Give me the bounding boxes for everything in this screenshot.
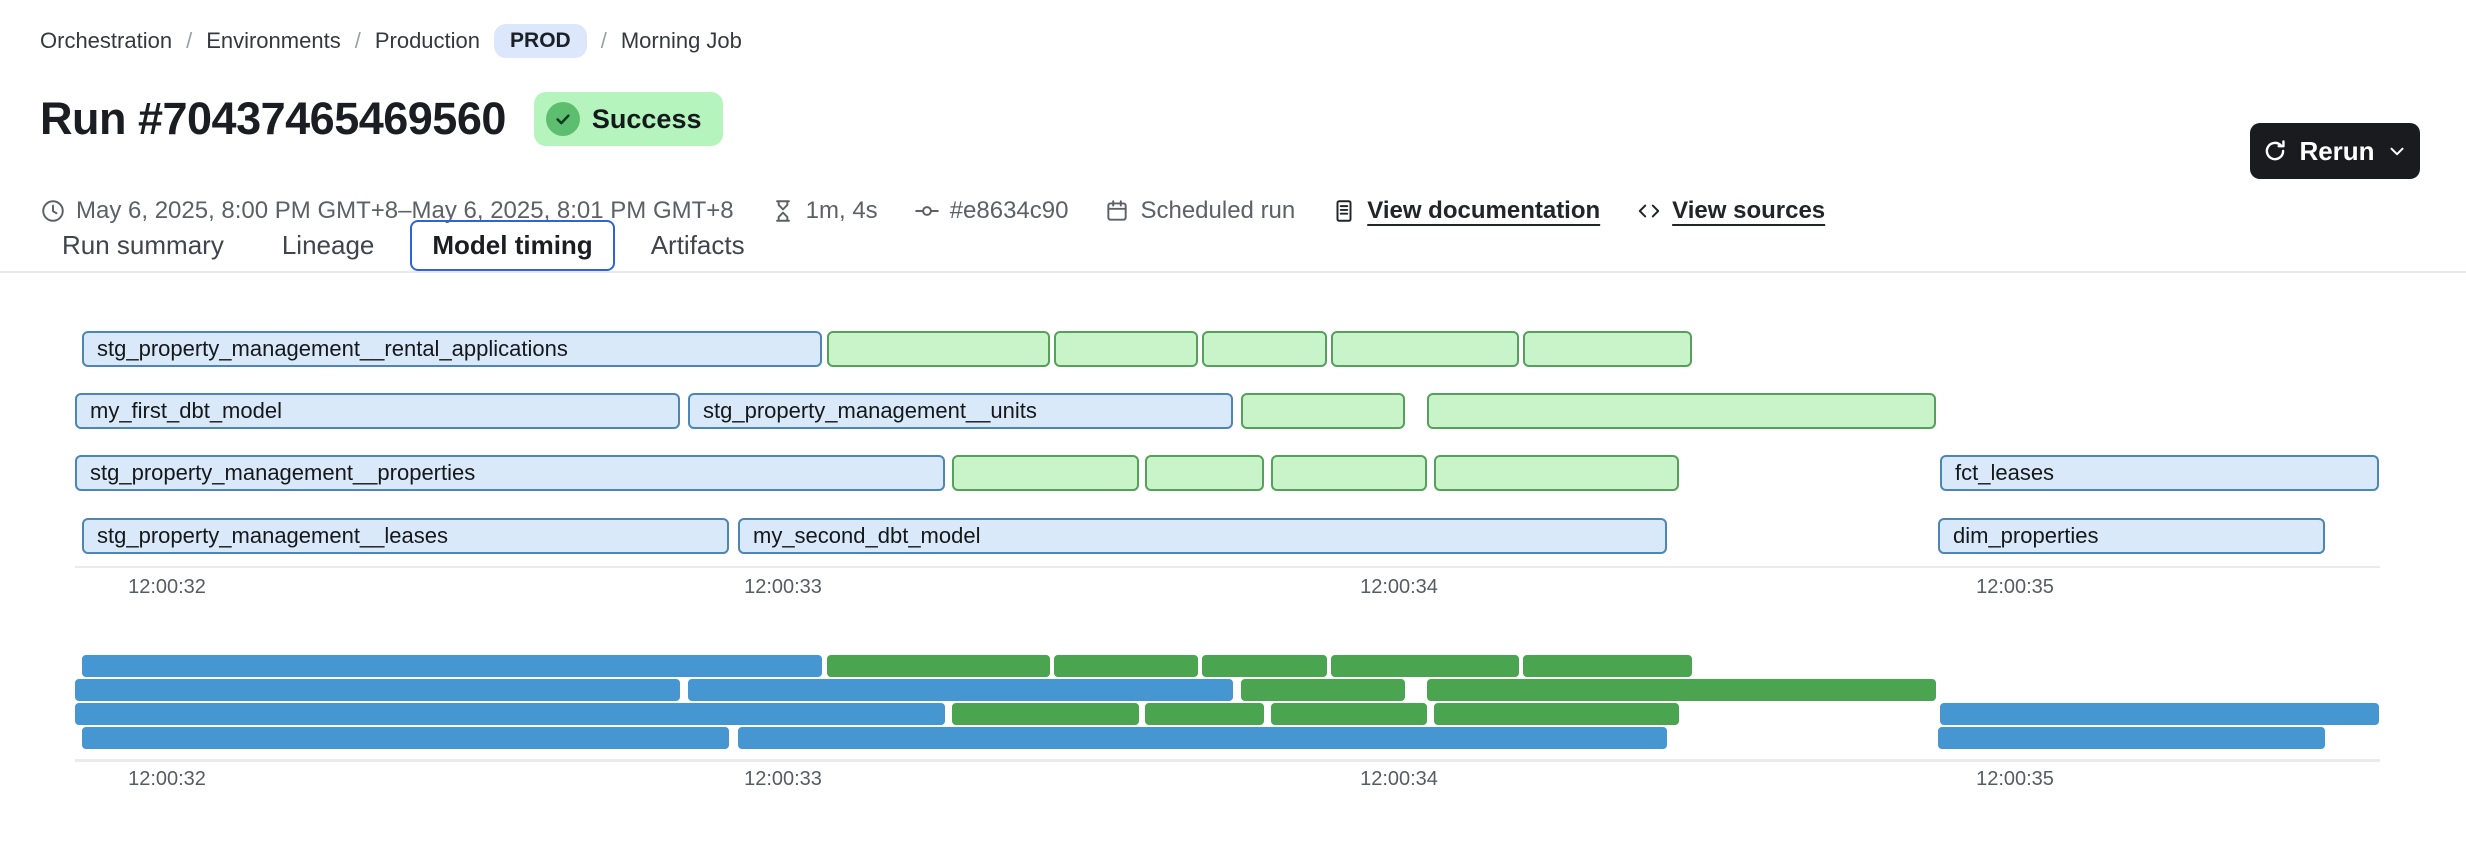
- gantt-axis-tick: 12:00:33: [744, 576, 822, 598]
- tab-bar: Run summary Lineage Model timing Artifacts: [40, 220, 767, 271]
- minimap-axis-tick: 12:00:33: [744, 768, 822, 790]
- status-badge-label: Success: [591, 103, 702, 134]
- breadcrumb-separator: /: [186, 28, 193, 53]
- minimap-bar: [1434, 703, 1679, 725]
- breadcrumb-separator: /: [354, 28, 361, 53]
- minimap-bar: [1940, 703, 2379, 725]
- calendar-icon: [1104, 198, 1130, 224]
- gantt-bar-label: stg_property_management__units: [703, 398, 1037, 423]
- rerun-button[interactable]: Rerun: [2250, 123, 2420, 179]
- gantt-bar[interactable]: [1271, 455, 1427, 491]
- meta-view-documentation-label: View documentation: [1367, 197, 1601, 224]
- tab-model-timing[interactable]: Model timing: [410, 220, 615, 271]
- meta-scheduled-run-label: Scheduled run: [1140, 197, 1296, 224]
- gantt-bar[interactable]: [1331, 331, 1519, 367]
- gantt-axis-tick: 12:00:32: [128, 576, 206, 598]
- breadcrumb-item-morning-job[interactable]: Morning Job: [620, 28, 742, 53]
- minimap-bar: [75, 703, 945, 725]
- tab-lineage[interactable]: Lineage: [281, 230, 375, 260]
- commit-icon: [914, 198, 940, 224]
- gantt-axis-tick: 12:00:35: [1976, 576, 2054, 598]
- minimap-bar: [82, 727, 729, 749]
- meta-1m-4s-label: 1m, 4s: [805, 197, 878, 224]
- environment-badge: PROD: [494, 24, 587, 58]
- breadcrumb-item-production[interactable]: Production: [374, 28, 481, 53]
- minimap-bar: [1202, 655, 1327, 677]
- minimap-axis-tick: 12:00:34: [1360, 768, 1438, 790]
- meta-scheduled-run: Scheduled run: [1104, 197, 1295, 225]
- gantt-bar[interactable]: [1054, 331, 1198, 367]
- run-meta-row: May 6, 2025, 8:00 PM GMT+8–May 6, 2025, …: [40, 186, 1825, 236]
- gantt-bar[interactable]: [1202, 331, 1327, 367]
- gantt-bar-label: stg_property_management__leases: [97, 523, 449, 548]
- header-row: Run #70437465469560 Success: [40, 92, 724, 146]
- check-circle-icon: [545, 102, 580, 136]
- gantt-bar[interactable]: [827, 331, 1050, 367]
- gantt-bar-dim-properties[interactable]: dim_properties: [1938, 518, 2325, 554]
- gantt-bar[interactable]: [1145, 455, 1264, 491]
- gantt-axis-line: [75, 566, 2380, 568]
- gantt-bar[interactable]: [1241, 393, 1405, 429]
- gantt-bar[interactable]: [1427, 393, 1936, 429]
- meta-1m-4s: 1m, 4s: [770, 197, 878, 225]
- gantt-bar-stg-property-management-rental-applications[interactable]: stg_property_management__rental_applicat…: [82, 331, 822, 367]
- minimap-bar: [827, 655, 1050, 677]
- minimap-bar: [75, 679, 680, 701]
- minimap-bar: [1331, 655, 1519, 677]
- gantt-bar-stg-property-management-properties[interactable]: stg_property_management__properties: [75, 455, 945, 491]
- minimap-bar: [688, 679, 1233, 701]
- minimap-bar: [952, 703, 1139, 725]
- meta-view-sources-label: View sources: [1672, 197, 1826, 224]
- meta-e8634c90: #e8634c90: [914, 197, 1069, 225]
- hourglass-icon: [770, 198, 796, 224]
- tab-run-summary[interactable]: Run summary: [62, 230, 224, 260]
- gantt-bar-label: stg_property_management__properties: [90, 460, 476, 485]
- chevron-down-icon: [2386, 140, 2408, 162]
- gantt-bar[interactable]: [1434, 455, 1679, 491]
- gantt-bar-label: my_second_dbt_model: [753, 523, 981, 548]
- gantt-bar-label: stg_property_management__rental_applicat…: [97, 336, 568, 361]
- meta-may-6-2025-8-00-pm-gmt-8-may-6-2025-8-01-pm-gmt-8: May 6, 2025, 8:00 PM GMT+8–May 6, 2025, …: [40, 197, 734, 225]
- minimap-axis-line: [75, 759, 2380, 762]
- minimap-bar: [1427, 679, 1936, 701]
- minimap-axis-tick: 12:00:35: [1976, 768, 2054, 790]
- gantt-axis-tick: 12:00:34: [1360, 576, 1438, 598]
- minimap-bar: [738, 727, 1667, 749]
- meta-view-sources[interactable]: View sources: [1636, 197, 1825, 225]
- refresh-icon: [2262, 138, 2288, 164]
- document-icon: [1331, 198, 1357, 224]
- breadcrumb: Orchestration / Environments / Production PRO…: [40, 24, 742, 58]
- minimap-bar: [1145, 703, 1264, 725]
- tab-divider: [0, 271, 2466, 273]
- breadcrumb-separator: /: [600, 28, 607, 53]
- tab-artifacts[interactable]: Artifacts: [650, 230, 745, 260]
- gantt-bar-label: my_first_dbt_model: [90, 398, 282, 423]
- breadcrumb-item-orchestration[interactable]: Orchestration: [40, 28, 173, 53]
- meta-e8634c90-label: #e8634c90: [949, 197, 1069, 224]
- gantt-bar-stg-property-management-leases[interactable]: stg_property_management__leases: [82, 518, 729, 554]
- status-badge: Success: [533, 92, 724, 146]
- gantt-bar-fct-leases[interactable]: fct_leases: [1940, 455, 2379, 491]
- gantt-bar-label: fct_leases: [1955, 460, 2055, 485]
- gantt-bar-stg-property-management-units[interactable]: stg_property_management__units: [688, 393, 1233, 429]
- clock-icon: [40, 198, 66, 224]
- page-title: Run #70437465469560: [40, 93, 506, 144]
- rerun-button-label: Rerun: [2299, 135, 2375, 166]
- gantt-bar[interactable]: [1523, 331, 1692, 367]
- code-icon: [1636, 198, 1662, 224]
- gantt-bar-my-second-dbt-model[interactable]: my_second_dbt_model: [738, 518, 1667, 554]
- meta-view-documentation[interactable]: View documentation: [1331, 197, 1600, 225]
- minimap-bar: [1938, 727, 2325, 749]
- minimap-bar: [82, 655, 822, 677]
- minimap-bar: [1271, 703, 1427, 725]
- minimap-bar: [1054, 655, 1198, 677]
- meta-may-6-2025-8-00-pm-gmt-8-may-6-2025-8-01-pm-gmt-8-label: May 6, 2025, 8:00 PM GMT+8–May 6, 2025, …: [76, 197, 734, 224]
- gantt-bar[interactable]: [952, 455, 1139, 491]
- minimap-axis-tick: 12:00:32: [128, 768, 206, 790]
- minimap-bar: [1241, 679, 1405, 701]
- gantt-bar-label: dim_properties: [1953, 523, 2099, 548]
- breadcrumb-item-environments[interactable]: Environments: [206, 28, 341, 53]
- gantt-bar-my-first-dbt-model[interactable]: my_first_dbt_model: [75, 393, 680, 429]
- minimap-bar: [1523, 655, 1692, 677]
